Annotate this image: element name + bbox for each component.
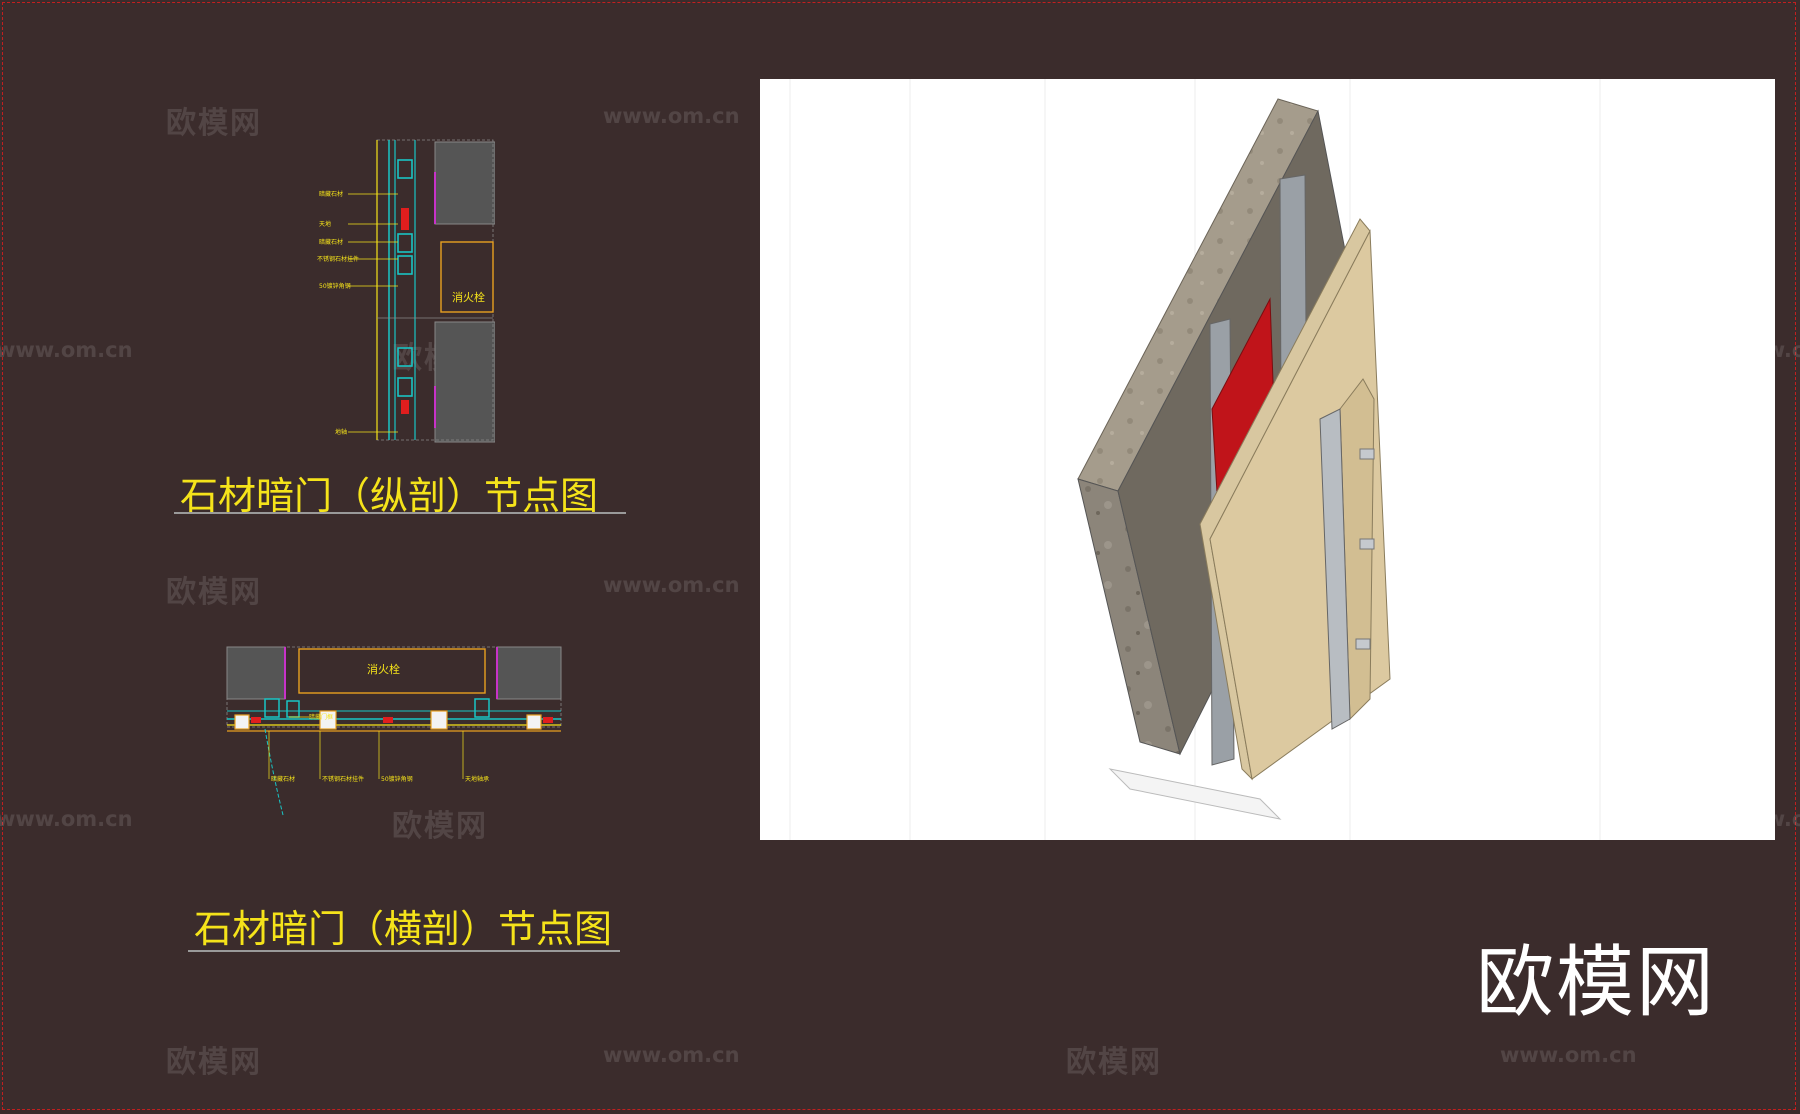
door-frame-steel: [1319, 408, 1351, 730]
horizontal-section-title: 石材暗门（横剖）节点图: [194, 907, 613, 951]
watermark-url: www.om.cn: [603, 1043, 740, 1067]
horizontal-callout: 天地轴承: [465, 775, 489, 783]
vertical-callout: 暗藏石材: [319, 190, 343, 198]
horizontal-callout: 暗藏门框: [309, 713, 333, 721]
horizontal-title-underline: [188, 950, 620, 952]
red-joint-marker: [543, 717, 553, 723]
watermark-url: www.om.cn: [0, 807, 133, 831]
watermark-url: www.om.cn: [603, 104, 740, 128]
horizontal-section-drawing: 消火栓 暗藏门框 暗藏石材 不锈钢石材挂件 50镀锌角钢 天地轴承: [226, 646, 562, 816]
horizontal-callout: 不锈钢石材挂件: [322, 775, 364, 783]
hydrant-box-outline: [298, 648, 486, 694]
vertical-section-drawing: 消火栓 暗藏石材 天地 暗藏石材 不锈钢石材挂件 50镀锌角钢 地轴: [317, 139, 495, 443]
vertical-title-underline: [174, 512, 626, 514]
watermark-logo: 欧模网: [166, 106, 262, 141]
render-panel: [760, 79, 1775, 840]
vertical-section-title: 石材暗门（纵剖）节点图: [180, 474, 599, 518]
watermark-url: www.om.cn: [1500, 1043, 1637, 1067]
hydrant-box-outline: [440, 241, 494, 313]
horizontal-room-label: 消火栓: [367, 662, 400, 676]
watermark-logo: 欧模网: [392, 809, 488, 844]
red-joint-marker: [401, 208, 409, 230]
vertical-room-label: 消火栓: [452, 290, 485, 304]
watermark-logo: 欧模网: [166, 575, 262, 610]
vertical-callout: 天地: [319, 220, 331, 228]
hatched-wall-right: [496, 646, 562, 700]
watermark-logo: 欧模网: [166, 1045, 262, 1080]
red-joint-marker: [401, 400, 409, 414]
hatched-wall-left: [226, 646, 286, 700]
watermark-url: www.om.cn: [0, 338, 133, 362]
red-joint-marker: [251, 717, 261, 723]
vertical-callout: 暗藏石材: [319, 238, 343, 246]
hatched-wall-bottom: [434, 321, 495, 443]
horizontal-callout: 暗藏石材: [271, 775, 295, 783]
hatched-wall-top: [434, 141, 495, 225]
horizontal-callout: 50镀锌角钢: [381, 775, 413, 783]
vertical-callout: 不锈钢石材挂件: [317, 255, 359, 263]
floor-plate: [1108, 768, 1282, 820]
watermark-logo: 欧模网: [1066, 1045, 1162, 1080]
isometric-door-render: [789, 79, 1601, 840]
vertical-callout: 50镀锌角钢: [319, 282, 351, 290]
brand-logo: 欧模网: [1476, 938, 1717, 1028]
red-joint-marker: [383, 717, 393, 723]
wall-outline: [226, 646, 562, 728]
vertical-callout: 地轴: [335, 428, 347, 436]
watermark-url: www.om.cn: [603, 573, 740, 597]
